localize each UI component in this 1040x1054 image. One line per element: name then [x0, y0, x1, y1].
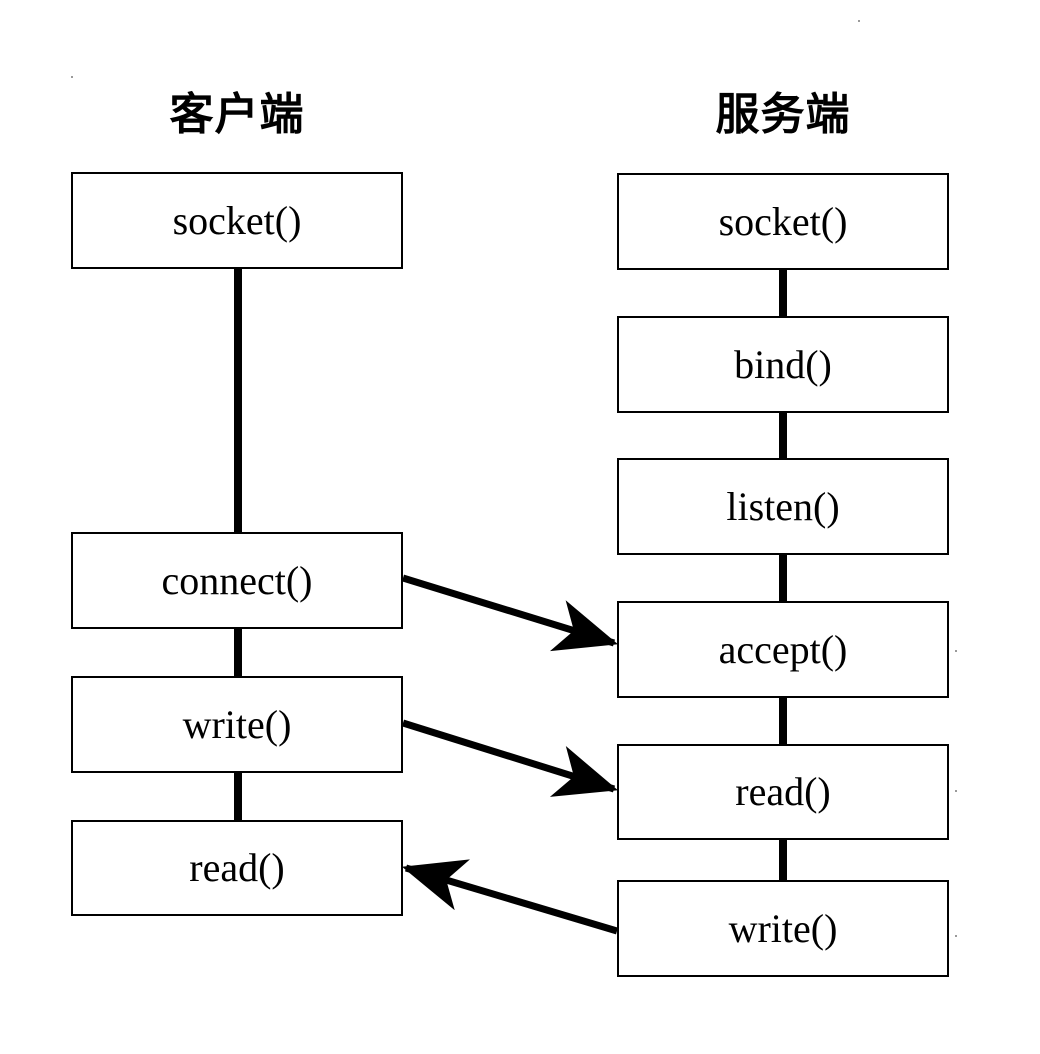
node-label: socket() [718, 198, 848, 244]
connector-server-socket-bind [779, 267, 787, 319]
scan-speck [955, 935, 957, 937]
scan-speck [71, 76, 73, 78]
node-label: accept() [718, 626, 848, 672]
scan-speck [858, 20, 860, 22]
node-server-accept[interactable]: accept() [617, 601, 949, 698]
connector-client-socket-connect [234, 266, 242, 536]
node-server-write[interactable]: write() [617, 880, 949, 977]
node-client-write[interactable]: write() [71, 676, 403, 773]
arrow-connect-to-accept [401, 574, 619, 652]
connector-server-accept-read [779, 695, 787, 747]
connector-client-write-read [234, 770, 242, 824]
node-label: listen() [726, 483, 840, 529]
connector-server-listen-accept [779, 552, 787, 604]
node-server-listen[interactable]: listen() [617, 458, 949, 555]
node-client-connect[interactable]: connect() [71, 532, 403, 629]
node-label: socket() [172, 197, 302, 243]
node-label: read() [735, 769, 831, 814]
scan-speck [955, 790, 957, 792]
node-label: write() [182, 701, 292, 747]
arrow-client-write-to-server-read [401, 719, 619, 797]
node-label: bind() [734, 341, 832, 387]
connector-server-read-write [779, 837, 787, 883]
node-server-read[interactable]: read() [617, 744, 949, 840]
node-server-socket[interactable]: socket() [617, 173, 949, 270]
node-client-socket[interactable]: socket() [71, 172, 403, 269]
node-client-read[interactable]: read() [71, 820, 403, 916]
node-server-bind[interactable]: bind() [617, 316, 949, 413]
column-header-client: 客户端 [169, 89, 305, 140]
node-label: connect() [161, 557, 313, 603]
column-header-server: 服务端 [715, 89, 851, 140]
connector-server-bind-listen [779, 410, 787, 461]
node-label: read() [189, 845, 285, 890]
scan-speck [955, 650, 957, 652]
node-label: write() [728, 905, 838, 951]
arrow-server-write-to-client-read [401, 859, 619, 935]
connector-client-connect-write [234, 626, 242, 680]
